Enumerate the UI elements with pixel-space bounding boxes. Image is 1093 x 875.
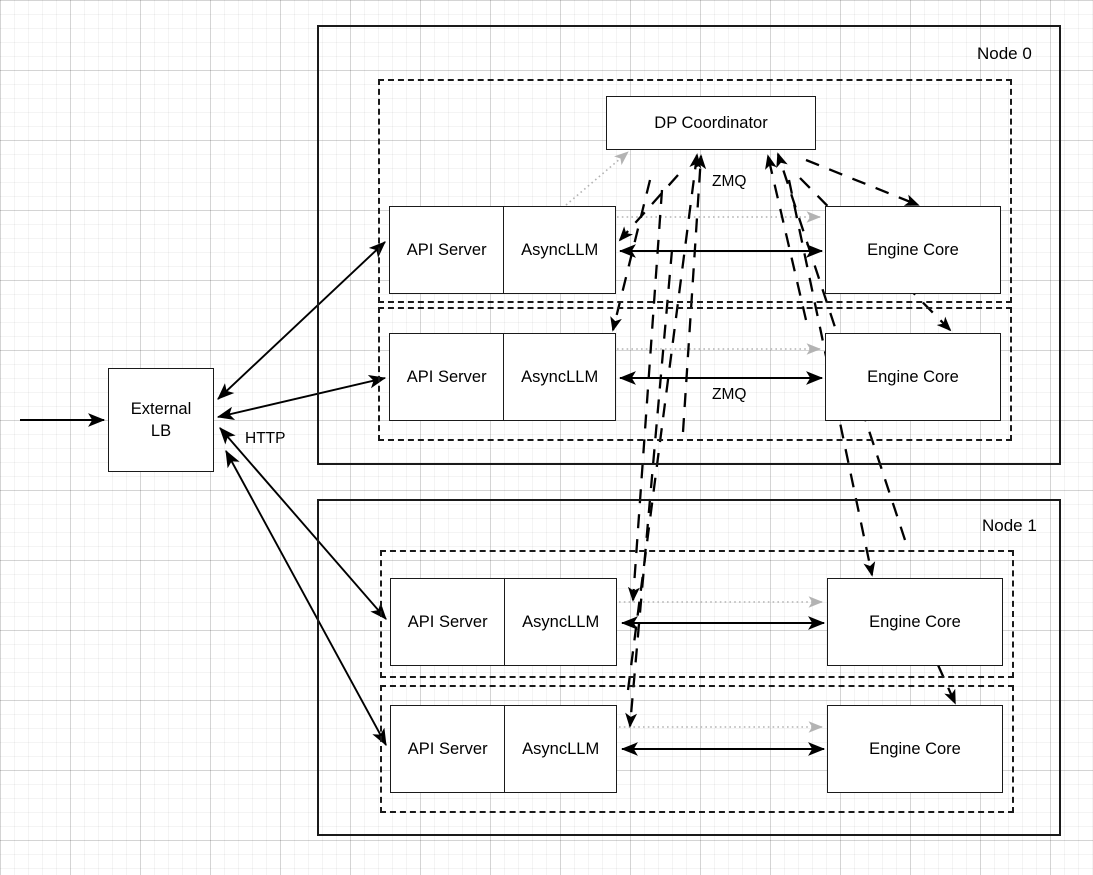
node1-dp0-engine-core-label: Engine Core [869,612,961,631]
node1-title: Node 1 [982,516,1037,535]
zmq-label-node0-dp0: ZMQ [712,173,747,190]
node0-dp0-async-llm-label: AsyncLLM [521,240,599,259]
dp-coordinator-box[interactable]: DP Coordinator [606,96,816,150]
node1-dp1-api-server-unit[interactable]: API Server AsyncLLM [390,705,617,793]
external-lb-box[interactable]: External LB [108,368,214,472]
node0-dp1-api-server-label: API Server [390,334,505,420]
node1-dp0-group [380,550,1014,678]
node0-dp0-engine-core-box[interactable]: Engine Core [825,206,1001,294]
node1-container [317,499,1061,836]
node1-dp0-async-llm-label: AsyncLLM [522,612,600,631]
node0-dp1-async-llm-label: AsyncLLM [521,367,599,386]
dp-coordinator-label: DP Coordinator [654,113,768,132]
node0-container [317,25,1061,465]
node0-dp0-api-server-label: API Server [390,207,505,293]
node0-dp1-engine-core-box[interactable]: Engine Core [825,333,1001,421]
node0-dp0-api-server-unit[interactable]: API Server AsyncLLM [389,206,616,294]
http-label: HTTP [245,430,286,447]
node0-dp1-api-server-unit[interactable]: API Server AsyncLLM [389,333,616,421]
node1-dp1-async-llm-label: AsyncLLM [522,739,600,758]
node1-dp1-engine-core-box[interactable]: Engine Core [827,705,1003,793]
node1-dp1-group [380,685,1014,813]
node0-dp0-engine-core-label: Engine Core [867,240,959,259]
node1-dp1-api-server-label: API Server [391,706,506,792]
node1-dp0-api-server-label: API Server [391,579,506,665]
node1-dp0-engine-core-box[interactable]: Engine Core [827,578,1003,666]
node0-dp1-engine-core-label: Engine Core [867,367,959,386]
zmq-label-node0-dp1: ZMQ [712,386,747,403]
external-lb-label-line1: External [130,399,192,418]
external-lb-label-line2: LB [150,422,172,440]
node0-dp1-group [378,307,1012,441]
node0-title: Node 0 [977,44,1032,63]
node1-dp1-engine-core-label: Engine Core [869,739,961,758]
node0-dp0-group [378,79,1012,303]
node1-dp0-api-server-unit[interactable]: API Server AsyncLLM [390,578,617,666]
